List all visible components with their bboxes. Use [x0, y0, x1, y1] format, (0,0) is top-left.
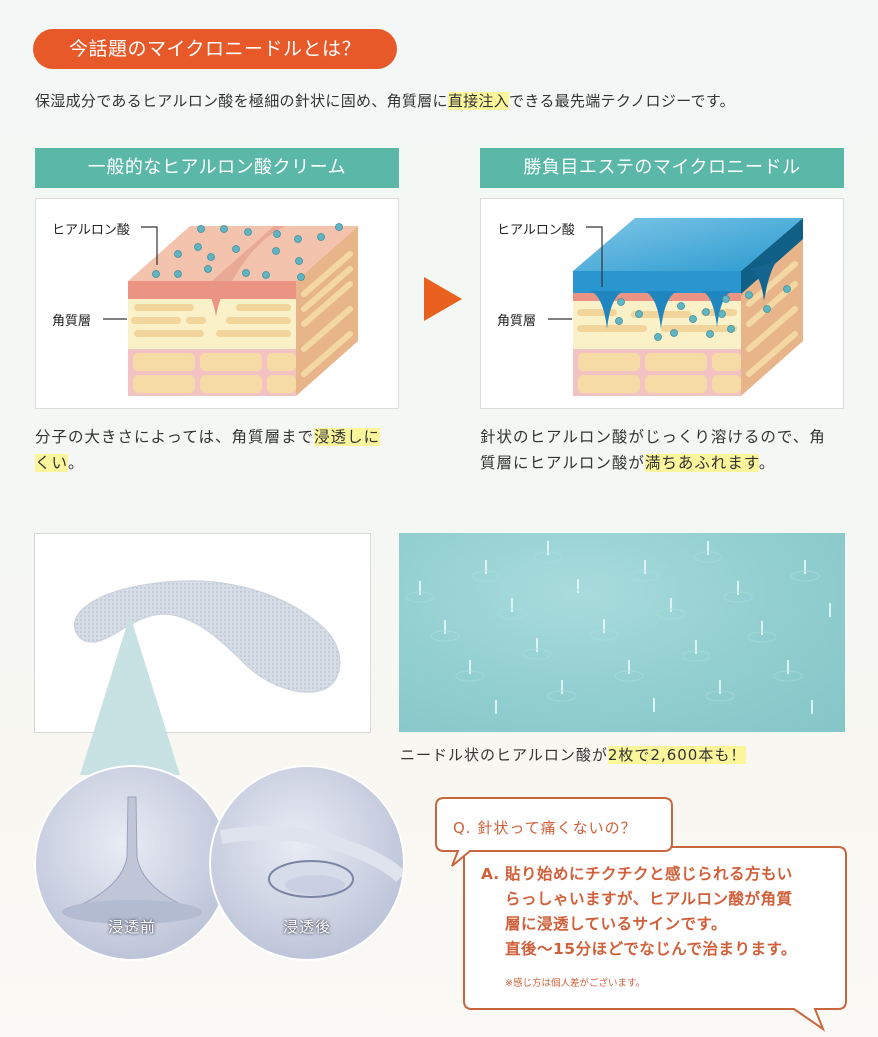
faq-question: Q. 針状って痛くないの？ [453, 819, 637, 837]
cream-caption: 分子の大きさによっては、角質層まで浸透しにくい。 [35, 424, 415, 476]
zoom-pointer-shape [80, 615, 180, 775]
stratum-corneum-label: 角質層 [52, 314, 92, 329]
faq-answer: 貼り始めにチクチクと感じられる方もい らっしゃいますが、ヒアルロン酸が角質 層に… [505, 862, 797, 962]
microneedle-skin-diagram-panel: ヒアルロン酸 角質層 [480, 198, 844, 409]
after-label: 浸透後 [282, 918, 331, 936]
faq-answer-line: 層に浸透しているサインです。 [505, 915, 727, 933]
intro-text-part: できる最先端テクノロジーです。 [509, 92, 735, 110]
left-column-header: 一般的なヒアルロン酸クリーム [35, 148, 399, 188]
hyaluronic-acid-label: ヒアルロン酸 [52, 223, 130, 238]
faq-answer-line: らっしゃいますが、ヒアルロン酸が角質 [505, 890, 793, 908]
needle-count-caption: ニードル状のヒアルロン酸が2枚で2,600本も！ [400, 742, 747, 768]
intro-text-part: 保湿成分であるヒアルロン酸を極細の針状に固め、角質層に [35, 92, 448, 110]
before-penetration-photo: 浸透前 [34, 765, 230, 961]
section-title-badge: 今話題のマイクロニードルとは？ [33, 29, 397, 69]
caption-text: 分子の大きさによっては、角質層まで [35, 428, 314, 446]
caption-text: 。 [68, 454, 85, 472]
caption-highlight: 2枚で2,600本も！ [607, 746, 747, 764]
intro-text: 保湿成分であるヒアルロン酸を極細の針状に固め、角質層に直接注入できる最先端テクノ… [35, 90, 735, 112]
microneedle-skin-diagram [548, 218, 803, 396]
needle-after-image [219, 826, 403, 898]
caption-highlight: 満ちあふれます [644, 454, 759, 472]
caption-highlight: くい [35, 454, 69, 472]
caption-text: 質層にヒアルロン酸が [480, 454, 645, 472]
needle-array-image [405, 541, 831, 714]
cream-skin-diagram-panel: ヒアルロン酸 角質層 [35, 198, 399, 409]
stratum-corneum-label: 角質層 [497, 314, 537, 329]
faq-answer-prefix: A. [481, 865, 500, 883]
faq-answer-line: 直後〜15分ほどでなじんで治まります。 [505, 940, 797, 958]
right-column-header: 勝負目エステのマイクロニードル [480, 148, 844, 188]
caption-highlight: 浸透しに [313, 428, 380, 446]
play-arrow-right-icon [424, 277, 462, 321]
faq-speech-bubbles [435, 797, 847, 1032]
microneedle-caption: 針状のヒアルロン酸がじっくり溶けるので、角質層にヒアルロン酸が満ちあふれます。 [480, 424, 860, 476]
caption-text: 。 [758, 454, 776, 472]
hyaluronic-acid-label: ヒアルロン酸 [497, 223, 575, 238]
caption-text: 針状のヒアルロン酸がじっくり溶けるので、角 [480, 428, 826, 446]
eye-patch-image [73, 580, 341, 693]
cream-skin-diagram [103, 223, 358, 396]
faq-answer-line: 貼り始めにチクチクと感じられる方もい [505, 865, 793, 883]
before-label: 浸透前 [107, 918, 156, 936]
microneedle-array-photo [399, 533, 845, 732]
needle-before-image [62, 796, 202, 924]
intro-highlight: 直接注入 [447, 92, 510, 110]
caption-text: ニードル状のヒアルロン酸が [400, 746, 608, 764]
eye-patch-photo [34, 533, 371, 733]
after-penetration-photo: 浸透後 [209, 765, 405, 961]
faq-note: ※感じ方は個人差がございます。 [505, 978, 646, 989]
